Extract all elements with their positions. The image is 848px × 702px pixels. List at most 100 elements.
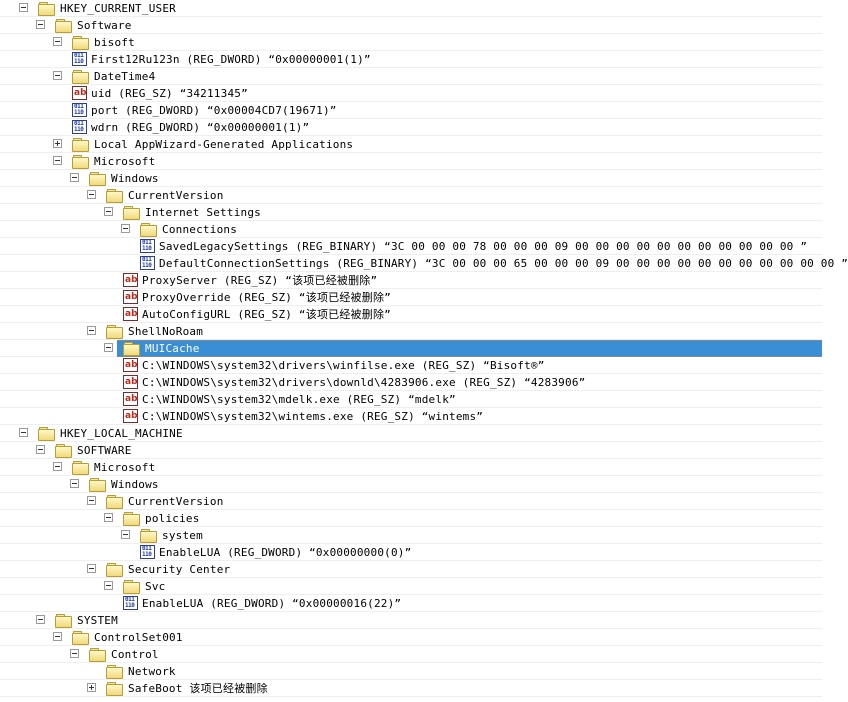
collapse-icon[interactable] bbox=[36, 615, 45, 624]
collapse-icon[interactable] bbox=[53, 156, 62, 165]
tree-key-row[interactable]: system bbox=[0, 527, 822, 544]
tree-key-row[interactable]: bisoft bbox=[0, 34, 822, 51]
tree-key-row[interactable]: CurrentVersion bbox=[0, 493, 822, 510]
value-entry: C:\WINDOWS\system32\drivers\downld\42839… bbox=[142, 376, 586, 389]
string-value-icon: ab bbox=[123, 273, 138, 287]
tree-key-row[interactable]: MUICache bbox=[0, 340, 822, 357]
folder-icon bbox=[123, 580, 140, 594]
string-value-icon: ab bbox=[123, 375, 138, 389]
tree-key-row[interactable]: Network bbox=[0, 663, 822, 680]
tree-key-row[interactable]: CurrentVersion bbox=[0, 187, 822, 204]
tree-key-row[interactable]: Internet Settings bbox=[0, 204, 822, 221]
collapse-icon[interactable] bbox=[87, 190, 96, 199]
tree-key-row[interactable]: Connections bbox=[0, 221, 822, 238]
value-entry: First12Ru123n (REG_DWORD) “0x00000001(1)… bbox=[91, 53, 371, 66]
tree-key-row[interactable]: Svc bbox=[0, 578, 822, 595]
tree-key-row[interactable]: DateTime4 bbox=[0, 68, 822, 85]
folder-icon bbox=[89, 478, 106, 492]
tree-key-row[interactable]: SYSTEM bbox=[0, 612, 822, 629]
tree-key-row[interactable]: Control bbox=[0, 646, 822, 663]
collapse-icon[interactable] bbox=[87, 564, 96, 573]
folder-icon bbox=[72, 36, 89, 50]
value-entry: SavedLegacySettings (REG_BINARY) “3C 00 … bbox=[159, 240, 808, 253]
collapse-icon[interactable] bbox=[121, 224, 130, 233]
tree-key-row[interactable]: Software bbox=[0, 17, 822, 34]
collapse-icon[interactable] bbox=[53, 37, 62, 46]
tree-key-row[interactable]: ShellNoRoam bbox=[0, 323, 822, 340]
key-name: Windows bbox=[111, 478, 159, 491]
tree-key-row[interactable]: Windows bbox=[0, 476, 822, 493]
value-entry: EnableLUA (REG_DWORD) “0x00000016(22)” bbox=[142, 597, 402, 610]
collapse-icon[interactable] bbox=[121, 530, 130, 539]
folder-icon bbox=[106, 325, 123, 339]
tree-key-row[interactable]: Windows bbox=[0, 170, 822, 187]
tree-key-row[interactable]: Microsoft bbox=[0, 459, 822, 476]
collapse-icon[interactable] bbox=[70, 479, 79, 488]
tree-key-row[interactable]: Microsoft bbox=[0, 153, 822, 170]
folder-icon bbox=[72, 70, 89, 84]
collapse-icon[interactable] bbox=[53, 632, 62, 641]
key-name: SOFTWARE bbox=[77, 444, 132, 457]
key-name: Microsoft bbox=[94, 461, 156, 474]
folder-icon bbox=[89, 172, 106, 186]
collapse-icon[interactable] bbox=[87, 496, 96, 505]
key-name: HKEY_CURRENT_USER bbox=[60, 2, 176, 15]
collapse-icon[interactable] bbox=[87, 326, 96, 335]
expand-icon[interactable] bbox=[87, 683, 96, 692]
expand-icon[interactable] bbox=[53, 139, 62, 148]
tree-key-row[interactable]: ControlSet001 bbox=[0, 629, 822, 646]
value-entry: EnableLUA (REG_DWORD) “0x00000000(0)” bbox=[159, 546, 412, 559]
collapse-icon[interactable] bbox=[53, 71, 62, 80]
value-entry: C:\WINDOWS\system32\mdelk.exe (REG_SZ) “… bbox=[142, 393, 456, 406]
collapse-icon[interactable] bbox=[104, 581, 113, 590]
collapse-icon[interactable] bbox=[70, 649, 79, 658]
collapse-icon[interactable] bbox=[36, 20, 45, 29]
key-name: Microsoft bbox=[94, 155, 156, 168]
key-name: Connections bbox=[162, 223, 238, 236]
tree-key-row[interactable]: HKEY_LOCAL_MACHINE bbox=[0, 425, 822, 442]
collapse-icon[interactable] bbox=[70, 173, 79, 182]
collapse-icon[interactable] bbox=[53, 462, 62, 471]
collapse-icon[interactable] bbox=[104, 207, 113, 216]
value-entry: C:\WINDOWS\system32\wintems.exe (REG_SZ)… bbox=[142, 410, 484, 423]
folder-icon bbox=[140, 223, 157, 237]
tree-key-row[interactable]: Security Center bbox=[0, 561, 822, 578]
key-name: system bbox=[162, 529, 203, 542]
folder-icon bbox=[72, 138, 89, 152]
collapse-icon[interactable] bbox=[19, 3, 28, 12]
key-name: Svc bbox=[145, 580, 166, 593]
tree-key-row[interactable]: SOFTWARE bbox=[0, 442, 822, 459]
tree-value-row[interactable]: ab C:\WINDOWS\system32\drivers\downld\428… bbox=[0, 374, 822, 391]
tree-key-row[interactable]: HKEY_CURRENT_USER bbox=[0, 0, 822, 17]
key-name: Network bbox=[128, 665, 176, 678]
value-entry: C:\WINDOWS\system32\drivers\winfilse.exe… bbox=[142, 359, 545, 372]
folder-icon bbox=[123, 342, 140, 356]
tree-key-row[interactable]: SafeBoot 该项已经被删除 bbox=[0, 680, 822, 697]
tree-key-row[interactable]: Local AppWizard-Generated Applications bbox=[0, 136, 822, 153]
collapse-icon[interactable] bbox=[19, 428, 28, 437]
collapse-icon[interactable] bbox=[36, 445, 45, 454]
string-value-icon: ab bbox=[123, 307, 138, 321]
collapse-icon[interactable] bbox=[104, 343, 113, 352]
collapse-icon[interactable] bbox=[104, 513, 113, 522]
folder-icon bbox=[55, 444, 72, 458]
tree-key-row[interactable]: policies bbox=[0, 510, 822, 527]
